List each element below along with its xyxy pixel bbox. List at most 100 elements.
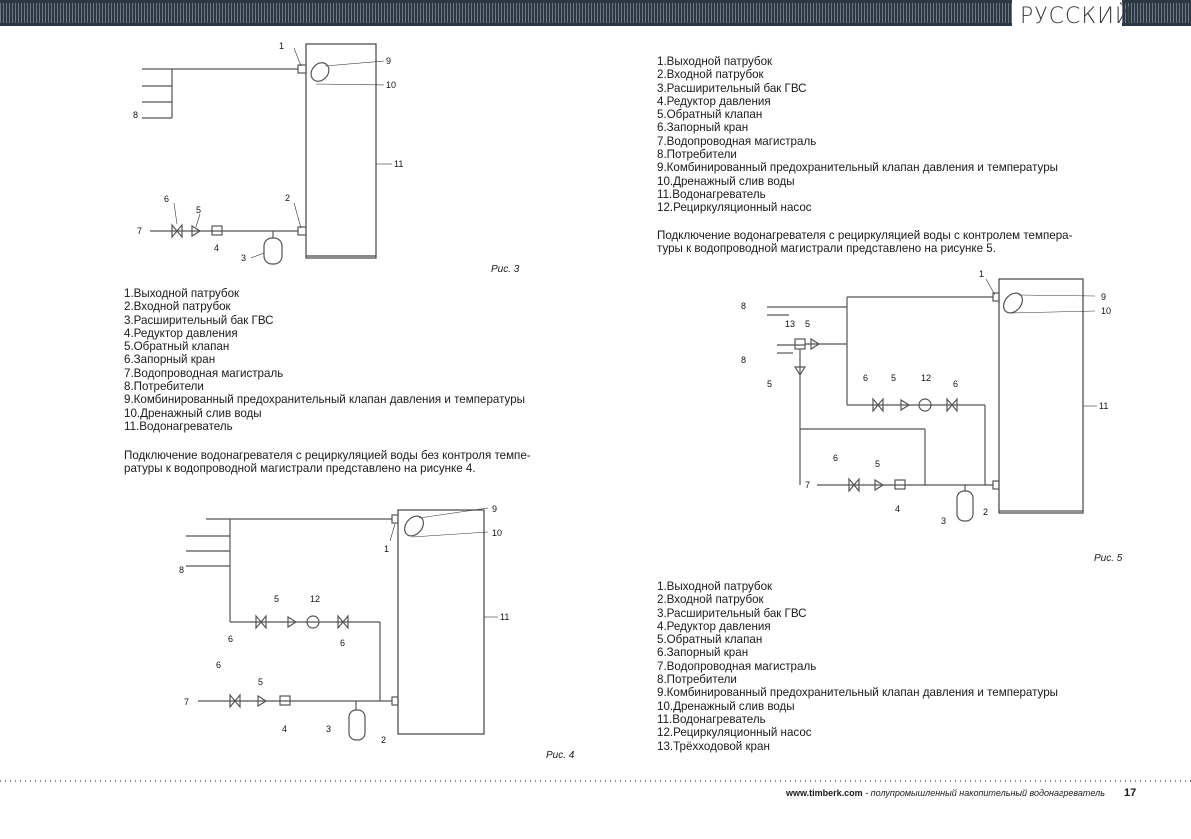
fig5-label-5c: 5 [891, 373, 896, 383]
list-item: 12.Рециркуляционный насос [657, 201, 812, 215]
footer-text: www.timberk.com - полупромышленный накоп… [786, 788, 1105, 798]
fig4-label-9: 9 [492, 504, 497, 514]
paragraph-line: Подключение водонагревателя с рециркуляц… [657, 229, 1073, 242]
language-label: РУССКИЙ [1020, 4, 1133, 29]
fig5-label-3: 3 [941, 516, 946, 526]
fig3-label-11: 11 [394, 159, 403, 169]
fig5-label-6c: 6 [833, 453, 838, 463]
fig3-label-2: 2 [285, 193, 290, 203]
list-item: 10.Дренажный слив воды [657, 174, 795, 188]
fig3-label-10: 10 [386, 80, 396, 90]
list-item: 11.Водонагреватель [657, 187, 766, 201]
paragraph-line: туры к водопроводной магистрали представ… [657, 242, 996, 256]
fig5-label-10: 10 [1101, 306, 1111, 316]
fig3-label-5: 5 [196, 205, 201, 215]
figure-3: 1 9 10 11 2 8 6 5 7 4 3 [120, 38, 540, 278]
fig4-label-10: 10 [492, 528, 502, 538]
paragraph-line: Подключение водонагревателя с рециркуляц… [124, 449, 531, 462]
list-item: 11.Водонагреватель [124, 419, 233, 433]
fig5-label-5b: 5 [767, 379, 772, 389]
fig5-label-7: 7 [805, 480, 810, 490]
list-item: 5.Обратный клапан [124, 340, 230, 354]
page-number: 17 [1124, 787, 1137, 799]
list-item: 8.Потребители [657, 673, 737, 687]
list-item: 6.Запорный кран [657, 121, 749, 135]
fig4-label-2: 2 [381, 735, 386, 745]
fig3-label-6: 6 [164, 194, 169, 204]
header-stripes [0, 3, 1191, 23]
fig4-label-6c: 6 [216, 660, 221, 670]
right-legend-list-bottom: 1.Выходной патрубок 2.Входной патрубок 3… [657, 580, 1058, 753]
list-item: 4.Редуктор давления [657, 94, 771, 108]
fig5-label-8b: 8 [741, 355, 746, 365]
list-item: 7.Водопроводная магистраль [124, 366, 284, 380]
fig5-label-6a: 6 [863, 373, 868, 383]
left-legend-list: 1.Выходной патрубок 2.Входной патрубок 3… [124, 287, 525, 433]
fig4-label-6b: 6 [340, 638, 345, 648]
left-paragraph: Подключение водонагревателя с рециркуляц… [124, 449, 531, 476]
list-item: 3.Расширительный бак ГВС [124, 313, 274, 327]
fig4-label-11: 11 [500, 612, 509, 622]
header-bar [0, 0, 1191, 26]
list-item: 9.Комбинированный предохранительный клап… [657, 686, 1058, 700]
right-paragraph: Подключение водонагревателя с рециркуляц… [657, 229, 1072, 256]
fig4-label-12: 12 [310, 594, 320, 604]
fig4-label-5: 5 [274, 594, 279, 604]
list-item: 2.Входной патрубок [657, 593, 764, 607]
fig4-label-4: 4 [282, 724, 287, 734]
fig5-label-9: 9 [1101, 292, 1106, 302]
list-item: 10.Дренажный слив воды [124, 406, 262, 420]
list-item: 2.Входной патрубок [124, 300, 231, 314]
list-item: 1.Выходной патрубок [657, 55, 773, 68]
fig4-label-7: 7 [184, 697, 189, 707]
fig5-label-2: 2 [983, 507, 988, 517]
fig3-label-8: 8 [133, 110, 138, 120]
fig5-label-5d: 5 [875, 459, 880, 469]
fig5-label-13: 13 [785, 319, 795, 329]
figure-5-caption: Рис. 5 [1094, 553, 1123, 564]
fig5-label-11: 11 [1099, 401, 1108, 411]
figure-4: 9 10 1 11 8 5 12 6 6 6 5 7 4 3 2 [170, 496, 530, 746]
fig3-label-7: 7 [137, 226, 142, 236]
list-item: 1.Выходной патрубок [124, 287, 240, 300]
footer-site-link[interactable]: www.timberk.com [786, 788, 863, 798]
list-item: 13.Трёхходовой кран [657, 739, 770, 753]
fig4-label-1: 1 [384, 544, 389, 554]
list-item: 4.Редуктор давления [657, 619, 771, 633]
list-item: 9.Комбинированный предохранительный клап… [657, 161, 1058, 175]
list-item: 6.Запорный кран [657, 646, 749, 660]
fig3-label-3: 3 [241, 253, 246, 263]
list-item: 5.Обратный клапан [657, 108, 763, 122]
list-item: 8.Потребители [657, 148, 737, 162]
list-item: 12.Рециркуляционный насос [657, 726, 812, 740]
fig3-label-9: 9 [386, 56, 391, 66]
list-item: 3.Расширительный бак ГВС [657, 606, 807, 620]
figure-4-caption: Рис. 4 [546, 750, 575, 761]
fig5-label-5a: 5 [805, 319, 810, 329]
list-item: 2.Входной патрубок [657, 68, 764, 82]
fig4-label-6a: 6 [228, 634, 233, 644]
fig5-label-12: 12 [921, 373, 931, 383]
figure-3-caption: Рис. 3 [491, 264, 520, 275]
fig4-label-5b: 5 [258, 677, 263, 687]
fig5-label-4: 4 [895, 504, 900, 514]
list-item: 10.Дренажный слив воды [657, 699, 795, 713]
list-item: 6.Запорный кран [124, 353, 216, 367]
fig3-label-4: 4 [214, 243, 219, 253]
fig4-label-8: 8 [179, 565, 184, 575]
list-item: 4.Редуктор давления [124, 326, 238, 340]
figure-5: 1 9 10 11 8 8 13 5 5 6 5 12 6 6 5 7 4 3 … [735, 265, 1135, 530]
fig5-label-1: 1 [979, 269, 984, 279]
footer-description: - полупромышленный накопительный водонаг… [862, 788, 1105, 798]
list-item: 11.Водонагреватель [657, 712, 766, 726]
list-item: 7.Водопроводная магистраль [657, 134, 817, 148]
fig5-label-6b: 6 [953, 379, 958, 389]
footer-dotted-rule [0, 780, 1191, 782]
paragraph-line: ратуры к водопроводной магистрали предст… [124, 462, 476, 476]
fig4-label-3: 3 [326, 724, 331, 734]
list-item: 7.Водопроводная магистраль [657, 659, 817, 673]
list-item: 5.Обратный клапан [657, 633, 763, 647]
list-item: 3.Расширительный бак ГВС [657, 81, 807, 95]
fig5-label-8a: 8 [741, 301, 746, 311]
fig3-label-1: 1 [279, 41, 284, 51]
